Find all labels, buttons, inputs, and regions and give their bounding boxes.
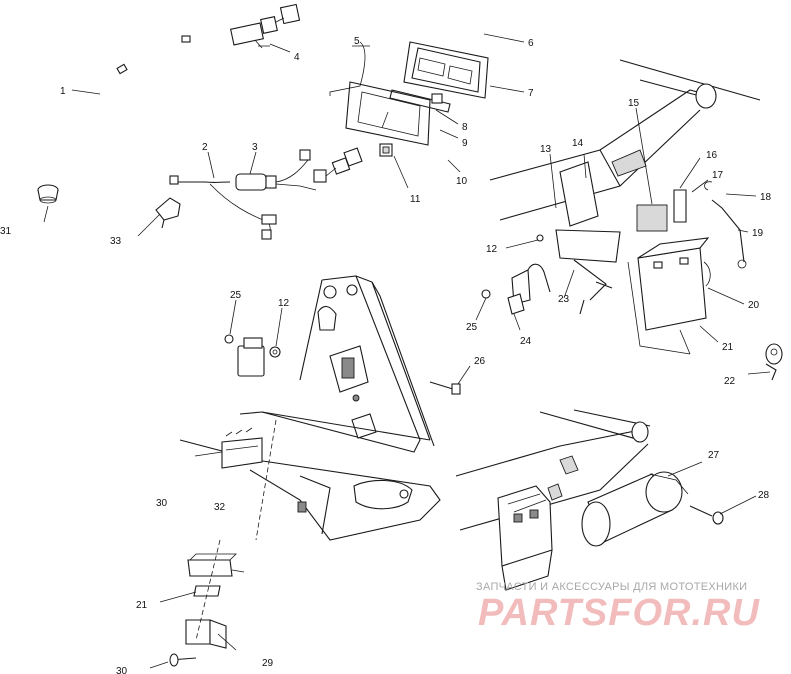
key-switch-22: [765, 343, 783, 381]
module-left: [224, 334, 281, 377]
leader-lines: [43, 33, 771, 669]
callout-25-right: 25: [466, 322, 478, 333]
callout-14: 14: [572, 138, 584, 149]
connector-4: [230, 3, 301, 49]
callout-26: 26: [474, 356, 486, 367]
bracket-24: [481, 234, 551, 315]
callout-30-bottom: 30: [116, 666, 128, 674]
callout-22: 22: [724, 376, 736, 387]
callout-3: 3: [252, 142, 258, 153]
callout-19: 19: [752, 228, 764, 239]
callout-11: 11: [410, 194, 421, 205]
callout-8: 8: [462, 122, 468, 133]
battery-frame: [489, 59, 761, 355]
callout-32: 32: [214, 502, 226, 513]
callout-12-left: 12: [278, 298, 290, 309]
callout-4: 4: [294, 52, 300, 63]
callout-2: 2: [202, 142, 208, 153]
callout-21-right: 21: [722, 342, 734, 353]
callout-labels: 1 2 3 4 5 6 7 8 9 10 11 12 12 13 14 15 1…: [0, 36, 772, 674]
callout-29: 29: [262, 658, 274, 669]
callout-28: 28: [758, 490, 770, 501]
callout-33: 33: [110, 236, 122, 247]
callout-13: 13: [540, 144, 552, 155]
callout-27: 27: [708, 450, 720, 461]
callout-1: 1: [60, 86, 66, 97]
callout-23: 23: [558, 294, 570, 305]
callout-15: 15: [628, 98, 640, 109]
wire-harness: [97, 32, 277, 240]
callout-21-bottom: 21: [136, 600, 148, 611]
starter-frame: [455, 409, 724, 591]
callout-9: 9: [462, 138, 468, 149]
callout-7: 7: [528, 88, 534, 99]
watermark-logo: PARTSFOR.RU: [478, 592, 760, 634]
connector-11: [379, 143, 393, 157]
callout-25-left: 25: [230, 290, 242, 301]
callout-6: 6: [528, 38, 534, 49]
callout-10: 10: [456, 176, 468, 187]
bottom-stack: [169, 419, 277, 667]
callout-18: 18: [760, 192, 772, 203]
taillight-assembly: [329, 41, 489, 146]
regulator-32: [194, 427, 263, 469]
callout-20: 20: [748, 300, 760, 311]
callout-24: 24: [520, 336, 532, 347]
switch-3: [235, 147, 363, 191]
callout-30-mid: 30: [156, 498, 168, 509]
watermark-caption: ЗАПЧАСТИ И АКСЕССУАРЫ ДЛЯ МОТОТЕХНИКИ: [476, 581, 748, 593]
callout-12-right: 12: [486, 244, 498, 255]
center-bracket: [179, 275, 441, 541]
grommet-31: [37, 184, 59, 204]
callout-31: 31: [0, 226, 12, 237]
bolt-26: [429, 381, 461, 395]
relay-33: [155, 197, 181, 229]
callout-17: 17: [712, 170, 724, 181]
callout-5: 5: [354, 36, 360, 47]
callout-16: 16: [706, 150, 718, 161]
